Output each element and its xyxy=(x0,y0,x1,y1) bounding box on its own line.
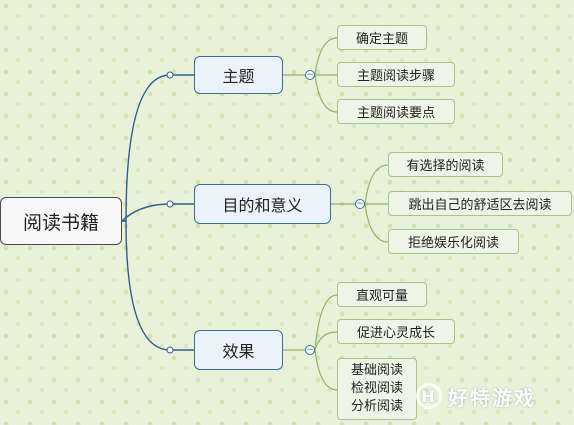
branch-label: 效果 xyxy=(222,342,255,361)
leaf-node[interactable]: 跳出自己的舒适区去阅读 xyxy=(388,191,572,216)
collapse-toggle-icon[interactable]: − xyxy=(305,70,315,80)
branch-label: 主题 xyxy=(222,67,255,86)
leaf-node[interactable]: 主题阅读步骤 xyxy=(337,62,455,87)
leaf-label: 跳出自己的舒适区去阅读 xyxy=(408,198,552,213)
leaf-label: 确定主题 xyxy=(355,32,408,47)
leaf-label: 促进心灵成长 xyxy=(356,326,435,341)
leaf-label: 主题阅读步骤 xyxy=(356,69,435,84)
branch-node-purpose[interactable]: 目的和意义 xyxy=(194,184,331,224)
root-node[interactable]: 阅读书籍 xyxy=(0,197,122,245)
leaf-node[interactable]: 直观可量 xyxy=(337,282,427,307)
branch-node-topic[interactable]: 主题 xyxy=(194,56,283,94)
leaf-node[interactable]: 主题阅读要点 xyxy=(337,99,455,124)
branch-label: 目的和意义 xyxy=(222,196,303,215)
leaf-node[interactable]: 确定主题 xyxy=(337,25,427,50)
watermark-logo-icon: H xyxy=(416,383,442,409)
leaf-node[interactable]: 拒绝娱乐化阅读 xyxy=(388,229,519,254)
leaf-node[interactable]: 有选择的阅读 xyxy=(388,152,503,177)
branch-node-effect[interactable]: 效果 xyxy=(194,330,283,370)
leaf-label: 有选择的阅读 xyxy=(406,159,485,174)
collapse-toggle-icon[interactable]: − xyxy=(355,199,365,209)
leaf-label: 直观可量 xyxy=(355,289,408,304)
watermark: H 好特游戏 xyxy=(416,376,566,416)
leaf-label: 拒绝娱乐化阅读 xyxy=(407,236,499,251)
leaf-node[interactable]: 基础阅读 检视阅读 分析阅读 xyxy=(337,358,417,420)
root-label: 阅读书籍 xyxy=(22,211,99,234)
leaf-node[interactable]: 促进心灵成长 xyxy=(337,319,455,344)
watermark-text: 好特游戏 xyxy=(448,385,536,410)
leaf-label: 主题阅读要点 xyxy=(356,106,435,121)
leaf-label: 基础阅读 检视阅读 分析阅读 xyxy=(350,363,403,414)
collapse-toggle-icon[interactable]: − xyxy=(305,345,315,355)
